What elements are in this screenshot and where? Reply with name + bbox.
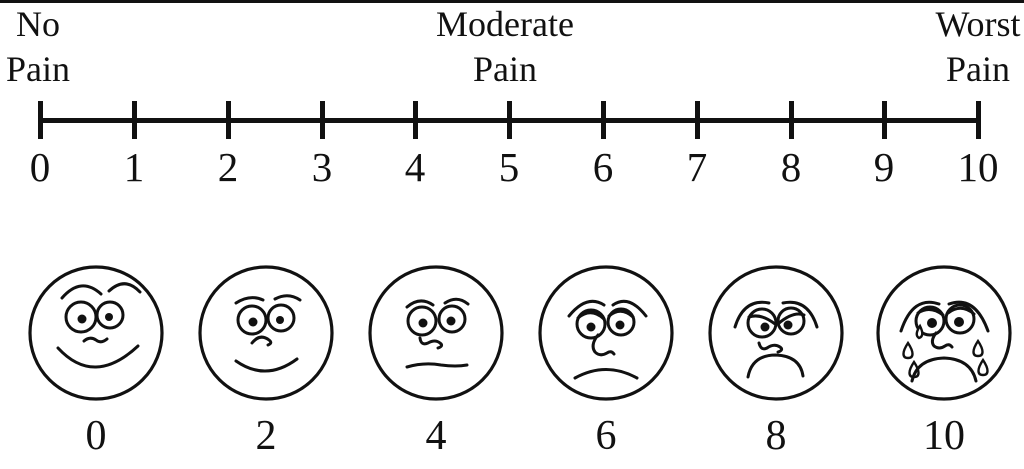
scale-tick-label-1: 1 [123, 144, 145, 190]
scale-tick-10 [976, 101, 981, 139]
face-value-4: 4 [425, 413, 447, 459]
no-pain-label-line2: Pain [5, 49, 70, 89]
worst-pain-label-line1: Worst [935, 4, 1021, 44]
scale-tick-5 [507, 101, 512, 139]
moderate-pain-label-line1: Moderate [436, 4, 574, 44]
worst-pain-label: Worst Pain [908, 2, 1024, 92]
scale-tick-label-0: 0 [29, 144, 51, 190]
face-item-8 [706, 263, 846, 403]
face-item-0 [26, 263, 166, 403]
face-value-10: 10 [923, 413, 965, 459]
scale-tick-9 [882, 101, 887, 139]
slightly-smiling-face-icon [198, 265, 334, 401]
scale-tick-3 [320, 101, 325, 139]
face-item-6 [536, 263, 676, 403]
scale-tick-label-8: 8 [780, 144, 802, 190]
frowning-face-icon [708, 265, 844, 401]
face-value-2: 2 [255, 413, 277, 459]
scale-tick-8 [789, 101, 794, 139]
scale-tick-label-9: 9 [873, 144, 895, 190]
smiling-face-icon [28, 265, 164, 401]
no-pain-label: No Pain [0, 2, 101, 92]
scale-tick-label-7: 7 [686, 144, 708, 190]
scale-tick-4 [413, 101, 418, 139]
scale-tick-label-4: 4 [404, 144, 426, 190]
scale-tick-2 [226, 101, 231, 139]
no-pain-label-line1: No [16, 4, 60, 44]
face-value-6: 6 [595, 413, 617, 459]
worst-pain-label-line2: Pain [945, 49, 1010, 89]
scale-tick-label-6: 6 [592, 144, 614, 190]
face-item-10 [874, 263, 1014, 403]
scale-tick-label-3: 3 [311, 144, 333, 190]
scale-tick-6 [601, 101, 606, 139]
scale-tick-7 [695, 101, 700, 139]
face-item-2 [196, 263, 336, 403]
crying-face-icon [876, 265, 1012, 401]
neutral-face-icon [368, 265, 504, 401]
face-value-0: 0 [85, 413, 107, 459]
scale-tick-label-10: 10 [957, 144, 999, 190]
concerned-face-icon [538, 265, 674, 401]
face-value-8: 8 [765, 413, 787, 459]
scale-tick-0 [38, 101, 43, 139]
scale-tick-label-2: 2 [217, 144, 239, 190]
scale-tick-1 [132, 101, 137, 139]
face-item-4 [366, 263, 506, 403]
scale-tick-label-5: 5 [498, 144, 520, 190]
top-border-line [0, 0, 1024, 3]
moderate-pain-label-line2: Pain [472, 49, 537, 89]
moderate-pain-label: Moderate Pain [425, 2, 585, 92]
